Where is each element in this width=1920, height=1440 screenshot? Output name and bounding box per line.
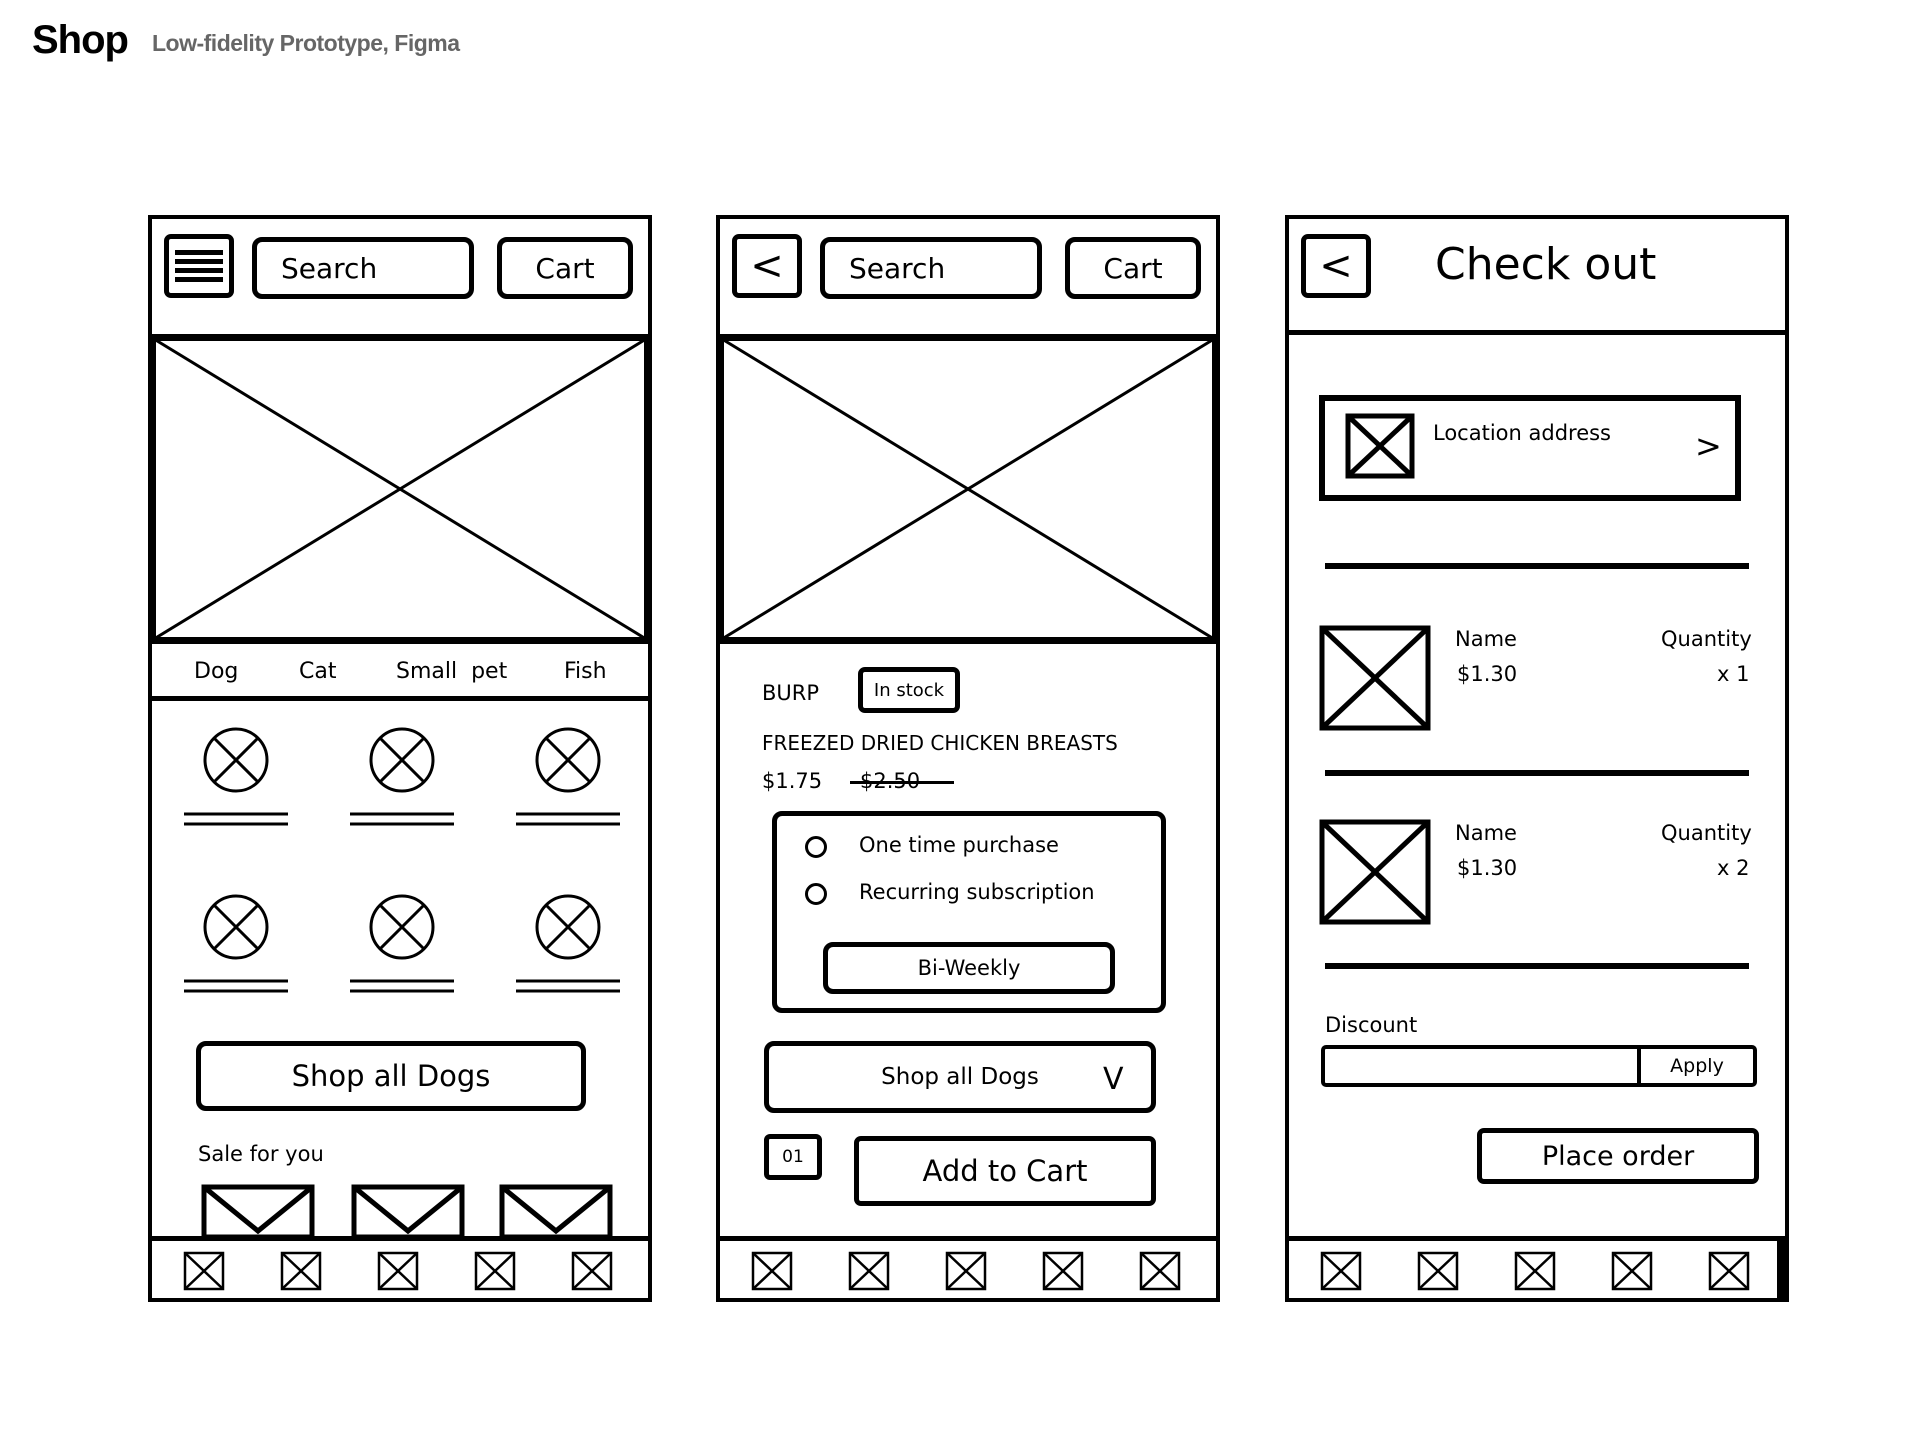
add-to-cart-button[interactable]: Add to Cart [854, 1136, 1156, 1206]
nav-placeholder-icon [571, 1251, 613, 1291]
add-to-cart-label: Add to Cart [922, 1154, 1088, 1188]
product-screen: < Search Cart BURP In stock FREEZED DRIE… [716, 215, 1220, 1302]
sale-item-icon [499, 1184, 613, 1240]
search-input[interactable]: Search [820, 237, 1042, 299]
item-quantity: x 1 [1717, 662, 1750, 686]
bottom-nav [1320, 1251, 1750, 1291]
stock-badge: In stock [858, 667, 960, 713]
item-name: Name [1455, 821, 1517, 845]
cart-label: Cart [1103, 251, 1163, 285]
recurring-radio[interactable] [805, 883, 827, 905]
strikethrough-line [850, 781, 954, 784]
chevron-right-icon: > [1695, 427, 1722, 465]
bottom-nav [183, 1251, 613, 1291]
product-grid [184, 727, 620, 993]
hero-image-placeholder [152, 337, 648, 641]
purchase-options-panel: One time purchase Recurring subscription… [772, 811, 1166, 1013]
product-image-placeholder [720, 337, 1216, 641]
sale-item-icon [201, 1184, 315, 1240]
location-label: Location address [1433, 421, 1611, 445]
chevron-down-icon: V [1103, 1062, 1124, 1097]
nav-placeholder-icon [751, 1251, 793, 1291]
stock-badge-label: In stock [873, 679, 945, 701]
one-time-radio[interactable] [805, 836, 827, 858]
apply-button[interactable]: Apply [1637, 1045, 1757, 1087]
checkout-title: Check out [1435, 239, 1657, 290]
nav-placeholder-icon [1139, 1251, 1181, 1291]
category-cat[interactable]: Cat [299, 659, 337, 684]
item-image-placeholder [1319, 625, 1431, 731]
recurring-label: Recurring subscription [859, 880, 1095, 904]
shop-all-dogs-label: Shop all Dogs [881, 1064, 1039, 1090]
item-name: Name [1455, 627, 1517, 651]
nav-placeholder-icon [280, 1251, 322, 1291]
nav-placeholder-icon [1417, 1251, 1459, 1291]
product-name: FREEZED DRIED CHICKEN BREASTS [762, 731, 1118, 755]
item-quantity: x 2 [1717, 856, 1750, 880]
home-screen: Search Cart Dog Cat Small pet Fish [148, 215, 652, 1302]
nav-placeholder-icon [1320, 1251, 1362, 1291]
product-thumb-icon [350, 727, 454, 826]
cart-button[interactable]: Cart [497, 237, 633, 299]
search-label: Search [849, 251, 946, 285]
item-quantity-label: Quantity [1661, 627, 1752, 651]
nav-placeholder-icon [183, 1251, 225, 1291]
frequency-select[interactable]: Bi-Weekly [823, 942, 1115, 994]
product-thumb-icon [516, 894, 620, 993]
nav-edge [1777, 1236, 1785, 1298]
product-price: $1.75 [762, 769, 823, 793]
sale-item-icon [351, 1184, 465, 1240]
nav-placeholder-icon [1042, 1251, 1084, 1291]
checkout-screen: < Check out Location address > Name $1.3… [1285, 215, 1789, 1302]
place-order-label: Place order [1541, 1140, 1695, 1172]
quantity-field[interactable]: 01 [764, 1134, 822, 1180]
search-label: Search [281, 251, 378, 285]
shop-all-dogs-label: Shop all Dogs [291, 1059, 491, 1093]
frequency-label: Bi-Weekly [917, 956, 1021, 980]
item-quantity-label: Quantity [1661, 821, 1752, 845]
nav-placeholder-icon [848, 1251, 890, 1291]
bottom-nav [751, 1251, 1181, 1291]
shop-all-dogs-button[interactable]: Shop all Dogs [196, 1041, 586, 1111]
nav-placeholder-icon [474, 1251, 516, 1291]
nav-placeholder-icon [377, 1251, 419, 1291]
nav-placeholder-icon [1514, 1251, 1556, 1291]
category-small-pet[interactable]: Small pet [396, 659, 508, 684]
sale-items [201, 1184, 613, 1240]
location-icon [1345, 413, 1415, 479]
shop-all-dogs-dropdown[interactable]: Shop all Dogs V [764, 1041, 1156, 1113]
back-button[interactable]: < [1301, 234, 1371, 298]
category-dog[interactable]: Dog [194, 659, 239, 684]
product-brand: BURP [762, 681, 820, 705]
cart-label: Cart [535, 251, 595, 285]
nav-placeholder-icon [945, 1251, 987, 1291]
page-subtitle: Low-fidelity Prototype, Figma [152, 30, 460, 56]
back-button[interactable]: < [732, 234, 802, 298]
product-thumb-icon [184, 727, 288, 826]
search-input[interactable]: Search [252, 237, 474, 299]
category-fish[interactable]: Fish [564, 659, 607, 684]
quantity-value: 01 [782, 1147, 804, 1167]
item-price: $1.30 [1457, 856, 1518, 880]
back-arrow-icon: < [750, 243, 784, 289]
nav-placeholder-icon [1708, 1251, 1750, 1291]
discount-input[interactable] [1321, 1045, 1641, 1087]
menu-icon[interactable] [164, 234, 234, 298]
discount-label: Discount [1325, 1013, 1418, 1037]
location-address-row[interactable]: Location address > [1319, 395, 1741, 501]
product-thumb-icon [184, 894, 288, 993]
product-thumb-icon [516, 727, 620, 826]
one-time-label: One time purchase [859, 833, 1059, 857]
apply-label: Apply [1670, 1055, 1724, 1077]
place-order-button[interactable]: Place order [1477, 1128, 1759, 1184]
nav-placeholder-icon [1611, 1251, 1653, 1291]
cart-button[interactable]: Cart [1065, 237, 1201, 299]
back-arrow-icon: < [1319, 243, 1353, 289]
item-image-placeholder [1319, 819, 1431, 925]
item-price: $1.30 [1457, 662, 1518, 686]
product-thumb-icon [350, 894, 454, 993]
sale-heading: Sale for you [198, 1142, 324, 1166]
page-title: Shop [32, 18, 129, 62]
